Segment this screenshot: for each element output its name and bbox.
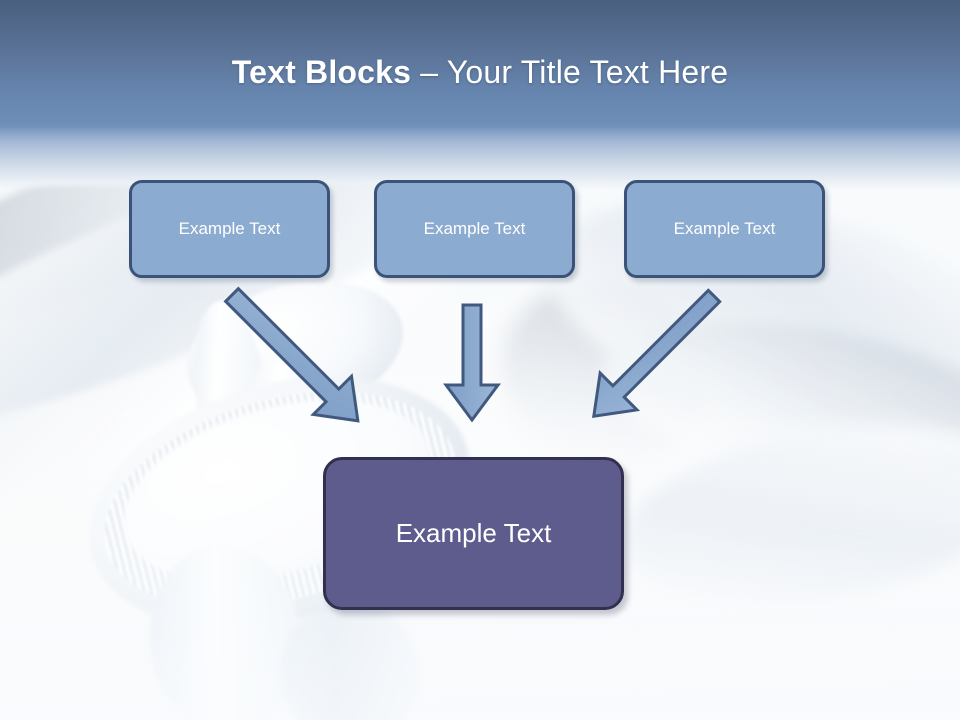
- title-band-fade: [0, 128, 960, 190]
- page-title-bold: Text Blocks: [231, 54, 412, 90]
- page-title-regular: Your Title Text Here: [446, 54, 729, 90]
- title-band: [0, 0, 960, 131]
- text-block-3-label: Example Text: [673, 219, 776, 238]
- text-block-2[interactable]: Example Text: [374, 180, 575, 278]
- arrow-vertical-middle-icon: [443, 303, 501, 423]
- result-text-block[interactable]: Example Text: [323, 457, 624, 610]
- page-title-separator: –: [411, 54, 447, 90]
- result-text-block-label: Example Text: [395, 518, 552, 548]
- arrow-diagonal-right-icon: [592, 288, 722, 418]
- text-block-1[interactable]: Example Text: [129, 180, 330, 278]
- page-title: Text Blocks – Your Title Text Here: [0, 52, 960, 92]
- arrow-diagonal-left-icon: [223, 286, 360, 423]
- text-block-3[interactable]: Example Text: [624, 180, 825, 278]
- text-block-2-label: Example Text: [423, 219, 526, 238]
- text-block-1-label: Example Text: [178, 219, 281, 238]
